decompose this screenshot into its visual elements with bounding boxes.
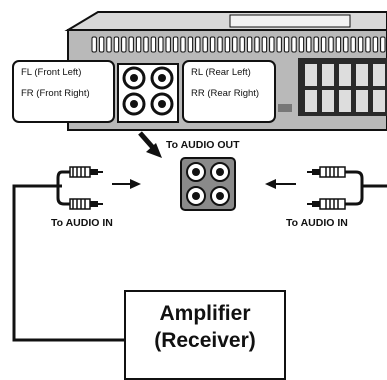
- rca-jack-fl: [122, 66, 146, 90]
- audio-in-right-label: To AUDIO IN: [286, 217, 348, 229]
- rca-jack-fr: [122, 92, 146, 116]
- vent-slot: [165, 36, 171, 53]
- vent-slot: [91, 36, 97, 53]
- vent-slot: [254, 36, 260, 53]
- vent-slot: [224, 36, 231, 53]
- vent-slot: [313, 36, 319, 53]
- vent-slot: [158, 36, 164, 53]
- connection-diagram: [12, 11, 387, 342]
- vent-slot: [106, 36, 112, 53]
- right-rca-plug-top: [307, 166, 346, 178]
- rear-left-label: RL (Rear Left): [191, 67, 251, 78]
- vent-slot: [113, 36, 120, 53]
- right-rca-plug-bottom: [307, 198, 346, 210]
- vent-slot: [365, 36, 371, 53]
- audio-in-left-label: To AUDIO IN: [51, 217, 113, 229]
- vent-slot: [150, 36, 157, 53]
- right-cable: [345, 170, 387, 206]
- rca-jack-rr: [150, 92, 174, 116]
- vent-slot: [298, 36, 305, 53]
- vent-slot: [357, 36, 364, 53]
- vent-slot: [135, 36, 142, 53]
- left-rca-plug-bottom: [69, 198, 103, 210]
- arrow-to-audio-out: [138, 131, 162, 158]
- front-left-label: FL (Front Left): [21, 67, 82, 78]
- connector-block: [298, 58, 387, 116]
- mounting-tab: [278, 104, 292, 112]
- vent-slots: [91, 36, 386, 53]
- vent-slot: [380, 36, 386, 53]
- rear-channel-label-box: RL (Rear Left) RR (Rear Right): [182, 60, 276, 123]
- amplifier-title: Amplifier: [159, 302, 251, 325]
- vent-slot: [239, 36, 245, 53]
- arrow-left-to-right: [112, 179, 141, 189]
- vent-slot: [276, 36, 282, 53]
- front-channel-label-box: FL (Front Left) FR (Front Right): [12, 60, 115, 123]
- rear-right-label: RR (Rear Right): [191, 88, 260, 99]
- vent-slot: [283, 36, 290, 53]
- head-unit-rca-jacks: [117, 63, 179, 123]
- vent-slot: [350, 36, 356, 53]
- audio-out-jacks: [180, 157, 236, 211]
- vent-slot: [187, 36, 194, 53]
- left-cable: [12, 170, 124, 342]
- rca-jack-rl: [150, 66, 174, 90]
- audio-out-label: To AUDIO OUT: [166, 139, 240, 151]
- head-unit-top-panel: [229, 14, 351, 28]
- left-rca-plug-top: [69, 166, 103, 178]
- vent-slot: [217, 36, 223, 53]
- vent-slot: [261, 36, 268, 53]
- vent-slot: [98, 36, 105, 53]
- vent-slot: [269, 36, 275, 53]
- vent-slot: [335, 36, 342, 53]
- vent-slot: [343, 36, 349, 53]
- vent-slot: [328, 36, 334, 53]
- vent-slot: [209, 36, 216, 53]
- vent-slot: [128, 36, 134, 53]
- amplifier-receiver-box: Amplifier (Receiver): [124, 290, 286, 380]
- vent-slot: [372, 36, 379, 53]
- vent-slot: [143, 36, 149, 53]
- vent-slot: [202, 36, 208, 53]
- vent-slot: [172, 36, 179, 53]
- vent-slot: [195, 36, 201, 53]
- vent-slot: [246, 36, 253, 53]
- vent-slot: [306, 36, 312, 53]
- front-right-label: FR (Front Right): [21, 88, 90, 99]
- vent-slot: [232, 36, 238, 53]
- vent-slot: [291, 36, 297, 53]
- vent-slot: [180, 36, 186, 53]
- amplifier-subtitle: (Receiver): [154, 329, 256, 352]
- arrow-right-to-left: [265, 179, 296, 189]
- vent-slot: [121, 36, 127, 53]
- vent-slot: [320, 36, 327, 53]
